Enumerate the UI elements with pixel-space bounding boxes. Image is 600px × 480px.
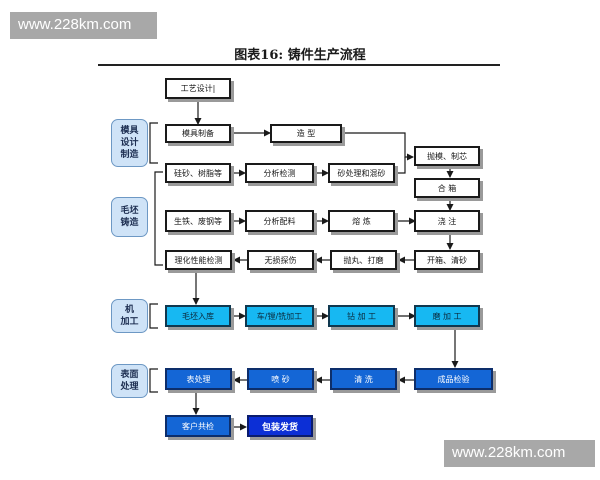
node-pig-iron-scrap: 生铁、废钢等 — [165, 210, 231, 232]
node-shakeout: 开箱、清砂 — [414, 250, 480, 270]
bracket-blank — [154, 171, 163, 266]
title-underline — [98, 64, 500, 66]
node-smelting: 熔 炼 — [328, 210, 395, 232]
node-analysis-test: 分析检测 — [245, 163, 314, 183]
arrow-molding-to-core — [343, 132, 414, 161]
node-drilling: 钻 加 工 — [328, 305, 395, 327]
bracket-surface — [149, 368, 158, 393]
node-sand-mixing: 砂处理和混砂 — [328, 163, 395, 183]
node-core-setting: 抛模、制芯 — [414, 146, 480, 166]
node-cleaning: 清 洗 — [330, 368, 397, 390]
node-mold-closing: 合 箱 — [414, 178, 480, 198]
node-packing-delivery: 包装发货 — [247, 415, 313, 437]
node-surface-treatment: 表处理 — [165, 368, 232, 390]
bracket-mold — [149, 122, 158, 164]
node-shot-blast: 抛丸、打磨 — [330, 250, 397, 270]
side-label-surface: 表面 处理 — [111, 364, 148, 398]
node-spraying: 喷 砂 — [247, 368, 314, 390]
side-label-mold: 模具 设计 制造 — [111, 119, 148, 167]
side-label-blank: 毛坯 铸造 — [111, 197, 148, 237]
watermark-top: www.228km.com — [10, 12, 157, 39]
node-blank-storage: 毛坯入库 — [165, 305, 231, 327]
bracket-machining — [149, 303, 158, 329]
node-ndt: 无损探伤 — [247, 250, 314, 270]
figure-title: 图表16: 铸件生产流程 — [234, 48, 366, 63]
node-customer-acceptance: 客户共检 — [165, 415, 231, 437]
node-silica-resin: 硅砂、树脂等 — [165, 163, 231, 183]
node-process-design: 工艺设计| — [165, 78, 231, 99]
node-physical-test: 理化性能检测 — [165, 250, 232, 270]
arrow-sand-to-core — [396, 157, 406, 174]
watermark-bottom: www.228km.com — [444, 440, 595, 467]
node-pouring: 浇 注 — [414, 210, 480, 232]
node-turning: 车/镗/铣加工 — [245, 305, 314, 327]
node-mold-making: 模具制备 — [165, 124, 231, 143]
node-molding: 造 型 — [270, 124, 342, 143]
node-analysis-batching: 分析配料 — [245, 210, 314, 232]
side-label-machining: 机 加工 — [111, 299, 148, 333]
node-grinding: 磨 加 工 — [414, 305, 480, 327]
node-final-inspection: 成品检验 — [414, 368, 493, 390]
